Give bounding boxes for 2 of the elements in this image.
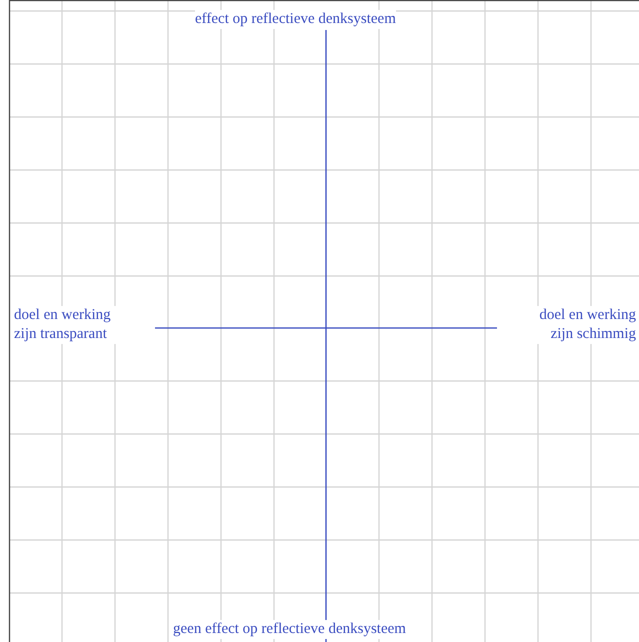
axis-label: effect op reflectieve denksysteem xyxy=(195,10,396,29)
axis-label: geen effect op reflectieve denksysteem xyxy=(173,620,406,639)
